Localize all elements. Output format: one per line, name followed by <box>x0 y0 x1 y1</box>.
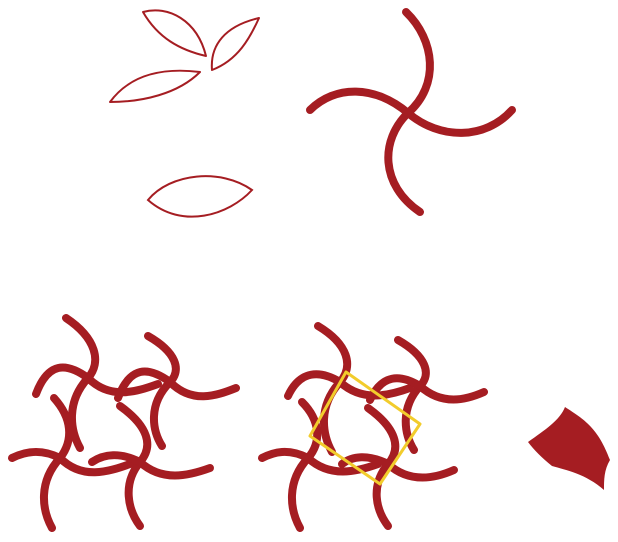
extracted-tile-shape <box>528 407 610 490</box>
tiling-with-highlighted-tile <box>262 326 484 528</box>
petal-outline-right <box>212 18 259 70</box>
pinwheel-arm-left <box>310 92 408 113</box>
single-lens-outline <box>148 176 252 216</box>
pinwheel-arm-top <box>406 12 430 113</box>
four-pinwheel-tiling <box>12 318 236 528</box>
extracted-tile <box>528 407 610 490</box>
pinwheel-arm-right <box>408 110 512 133</box>
pinwheel-motif <box>310 12 512 212</box>
lens-outline <box>148 176 252 216</box>
petal-outline-bottom <box>110 71 200 102</box>
pinwheel-arm-bottom <box>388 113 420 212</box>
petal-outline-left <box>143 10 206 56</box>
three-petal-outlines <box>110 10 259 102</box>
